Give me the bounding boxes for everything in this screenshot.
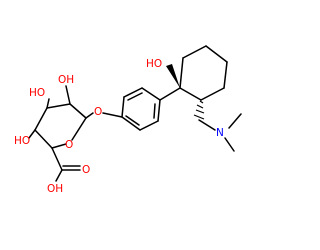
bond-n-methyl-1 [228, 113, 242, 129]
bond-cy-2-3 [182, 45, 207, 59]
bond-c4-c5 [34, 129, 53, 149]
pyranose-substituents [28, 85, 94, 182]
bond-carboxyl-c-oh [55, 169, 63, 182]
bond-cy-4-5 [223, 61, 228, 89]
bond-c2-oh [65, 85, 71, 105]
bond-ar-2-3 [123, 87, 143, 98]
label-n-dimethylamino: N [216, 127, 224, 139]
pyranose-ring [34, 103, 87, 149]
bond-ar-double-b [153, 103, 156, 119]
bond-n-methyl-2 [224, 137, 235, 152]
cyclohexane-ring [159, 45, 228, 101]
bond-c1-glycosidic-o [85, 112, 94, 119]
label-ho-c4: HO [14, 135, 30, 147]
hashed-bond-c2prime-ch2 [193, 100, 205, 120]
label-ho-top: HO [146, 58, 162, 70]
bond-c1-c2 [69, 103, 87, 119]
bond-ar-3-4 [141, 87, 161, 101]
atom-labels: HO OH HO HO O O O OH N [14, 58, 224, 195]
bond-ar-c1prime [159, 87, 181, 101]
bond-ar-double-c [125, 115, 140, 126]
bond-cy-3-4 [205, 45, 228, 63]
bond-c5-ring-oxygen [51, 143, 67, 149]
label-oh-carboxyl: OH [47, 183, 63, 195]
bond-ring-oxygen-c1 [71, 117, 87, 141]
bond-cy-1-2 [179, 57, 184, 89]
label-o-carbonyl: O [82, 164, 90, 176]
bond-cy-6-1 [179, 87, 202, 101]
bond-ar-6-1 [121, 116, 141, 131]
molecule-structure-diagram: HO OH HO HO O O O OH N [14, 45, 242, 195]
bond-c4-ho [28, 129, 36, 139]
bond-ar-double-a [127, 92, 143, 101]
bond-ar-4-5 [157, 99, 161, 122]
bond-cy-5-6 [200, 87, 225, 101]
bond-glycosidic-o-ar [102, 112, 123, 118]
label-o-ring: O [65, 139, 73, 151]
label-o-glycosidic: O [94, 106, 102, 118]
dimethylaminomethyl-chain [193, 100, 242, 152]
label-ho-c3: HO [29, 87, 45, 99]
bond-ar-5-6 [139, 120, 159, 131]
bond-ch2-n [198, 119, 216, 131]
wedge-bond-c1prime-oh [166, 64, 180, 88]
bond-c5-carboxyl-c [51, 147, 63, 171]
bond-c3-ho [46, 98, 50, 109]
benzene-ring [102, 87, 161, 131]
bond-c2-c3 [46, 103, 71, 109]
bond-c3-c4 [34, 107, 48, 131]
bond-ar-1-2 [121, 96, 125, 118]
label-oh-c2: OH [58, 74, 74, 86]
